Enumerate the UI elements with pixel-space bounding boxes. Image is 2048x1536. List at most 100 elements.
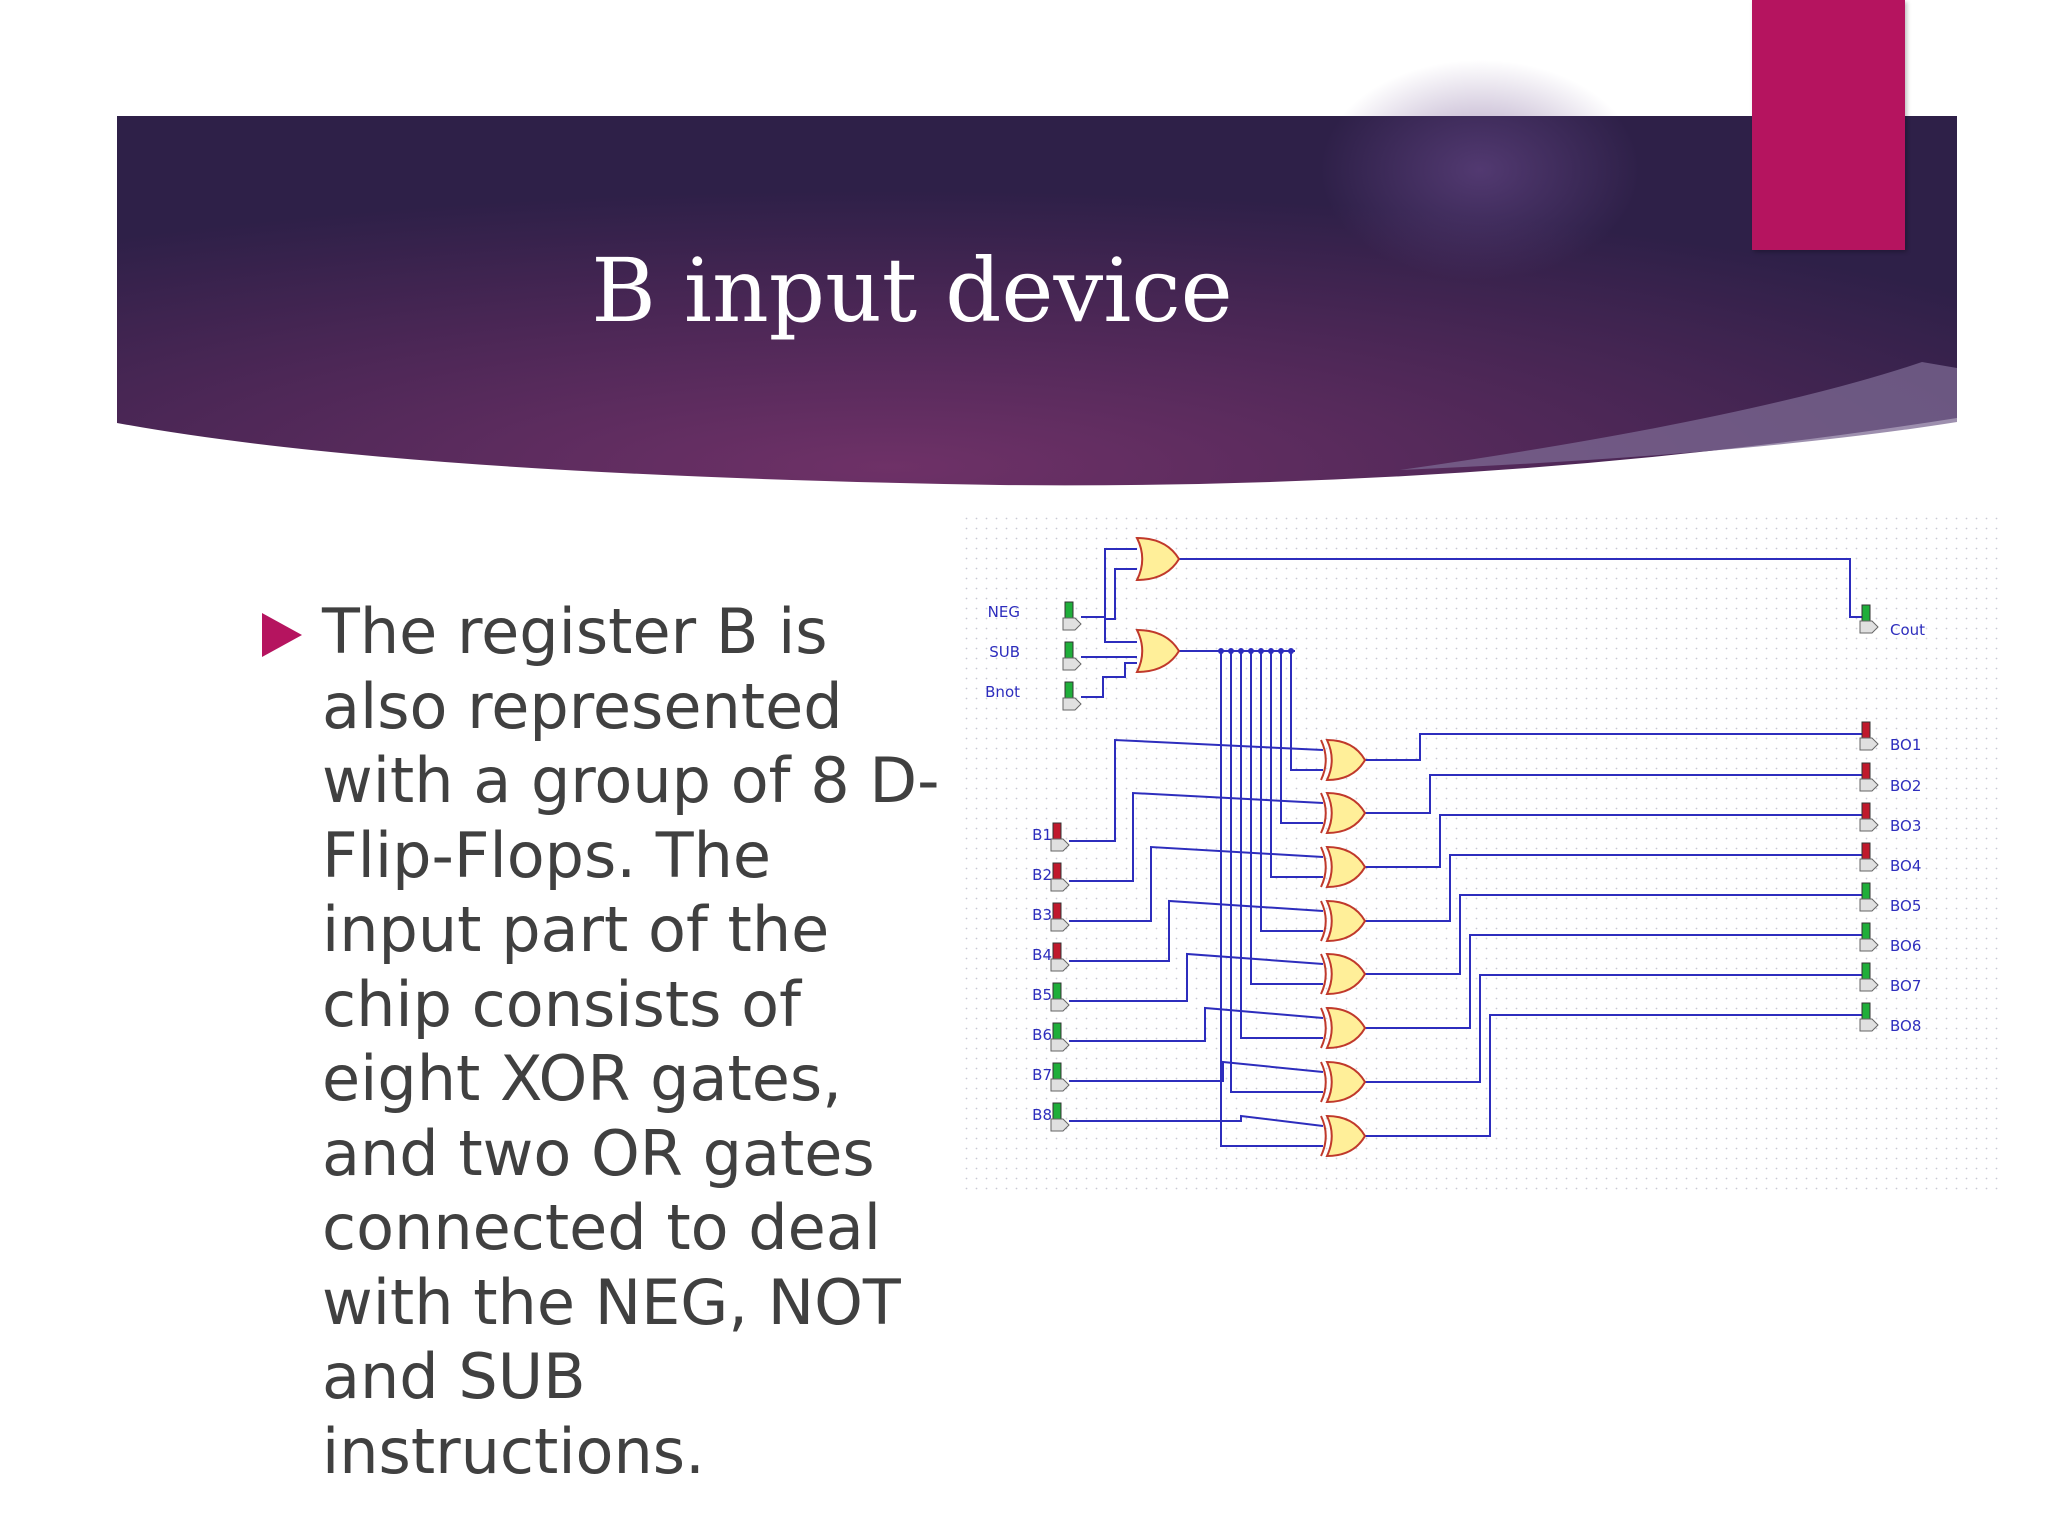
b-input-label: B7 [1032,1066,1052,1084]
led-indicator [1052,1062,1062,1080]
b-output-led [1859,1002,1879,1032]
bullet-arrow-icon [262,613,302,657]
b-output-label: BO6 [1890,937,1921,955]
led-indicator [1861,882,1871,900]
wire [1230,651,1323,1093]
b-output-led [1859,842,1879,872]
pin-connector [1050,918,1070,932]
wire [1260,651,1323,932]
b-input-label: B8 [1032,1106,1052,1124]
control-inputs: NEG SUB Bnot [985,601,1082,711]
b-input-led [1050,1062,1070,1092]
pin-connector [1050,1118,1070,1132]
led-indicator [1861,962,1871,980]
title-banner [117,60,1957,486]
led-indicator [1861,604,1871,622]
circuit-wires [1069,548,1870,1147]
b-input-label: B5 [1032,986,1052,1004]
xor-curve [1320,1007,1327,1049]
wire [1179,558,1870,618]
xor-curve [1320,953,1327,995]
pin-connector [1859,818,1879,832]
pin-connector [1859,938,1879,952]
led-indicator [1064,601,1074,619]
wire [1270,651,1323,878]
xor-curve [1320,739,1327,781]
led-indicator [1861,762,1871,780]
circuit-gates [1135,536,1367,1158]
b-output-led [1859,962,1879,992]
wire [1104,617,1137,643]
control-input-label: NEG [988,603,1020,621]
led-indicator [1052,862,1062,880]
pin-connector [1859,978,1879,992]
cout-led [1859,604,1879,634]
led-indicator [1064,641,1074,659]
b-input-led [1050,942,1070,972]
wire [1365,934,1862,1029]
pin-connector [1050,1078,1070,1092]
pin-connector [1050,998,1070,1012]
wire [1365,814,1862,868]
wire [1290,651,1323,771]
led-indicator [1861,842,1871,860]
accent-tab [1752,0,1905,250]
wire [1081,662,1137,698]
pin-connector [1050,958,1070,972]
wire [1069,738,1324,842]
b-output-led [1859,922,1879,952]
pin-connector [1050,1038,1070,1052]
xor-gate [1325,845,1367,889]
wire [1280,651,1323,824]
pin-connector [1859,620,1879,634]
bullet-text: The register B is also represented with … [322,595,940,1488]
or-gate-top [1135,536,1181,582]
b-input-led [1050,982,1070,1012]
control-input-label: SUB [989,643,1020,661]
b-output-led [1859,762,1879,792]
led-indicator [1052,1102,1062,1120]
xor-curve [1320,1115,1327,1157]
wire [1081,568,1137,620]
led-indicator [1861,802,1871,820]
b-input-led [1050,1022,1070,1052]
led-indicator [1052,902,1062,920]
b-output-led [1859,802,1879,832]
xor-gate [1325,899,1367,943]
b-output-led [1859,721,1879,751]
wire [1069,791,1324,882]
wire [1069,1114,1324,1127]
wire [1365,974,1862,1083]
led-indicator [1052,982,1062,1000]
wire [1365,733,1862,761]
b-input-led [1050,862,1070,892]
led-indicator [1861,721,1871,739]
or-gate-bottom [1135,628,1181,674]
slide-title: B input device [591,239,1233,342]
led-indicator [1052,942,1062,960]
xor-curve [1320,846,1327,888]
xor-gate [1325,738,1367,782]
led-indicator [1052,1022,1062,1040]
xor-curve [1320,792,1327,834]
wire [1365,774,1862,814]
xor-curve [1320,1061,1327,1103]
xor-curve [1320,900,1327,942]
b-output-label: BO5 [1890,897,1921,915]
control-input-label: Bnot [985,683,1020,701]
b-input-label: B2 [1032,866,1052,884]
pin-connector [1859,737,1879,751]
b-input-led [1050,902,1070,932]
xor-gate [1325,1006,1367,1050]
wire [1069,1060,1324,1082]
cout-label: Cout [1890,621,1925,639]
b-output-label: BO2 [1890,777,1921,795]
pin-connector [1062,617,1082,631]
xor-gate [1325,791,1367,835]
control-input-led [1062,601,1082,631]
xor-gate [1325,1114,1367,1158]
wire [1365,854,1862,922]
